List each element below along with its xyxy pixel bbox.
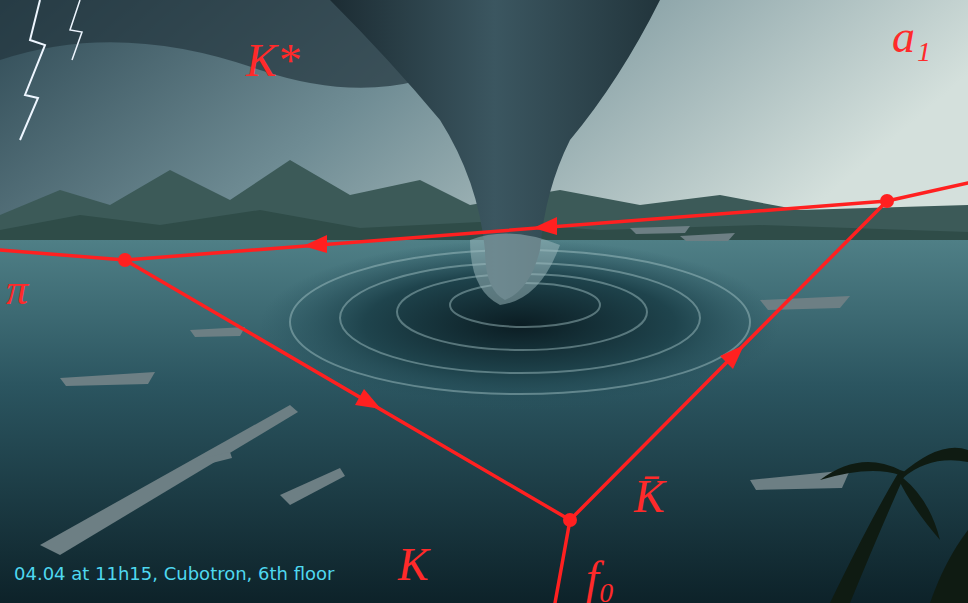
event-note: 04.04 at 11h15, Cubotron, 6th floor [14,565,334,583]
feynman-lines [0,183,968,603]
particle-label: π [6,268,28,312]
particle-label: a₁ [892,14,931,60]
particle-label: K* [246,38,300,84]
vertices [118,194,894,527]
particle-label: K [398,542,429,588]
particle-label: K̄ [634,474,665,520]
particle-label: f₀ [586,555,615,601]
arrowheads [303,217,744,409]
